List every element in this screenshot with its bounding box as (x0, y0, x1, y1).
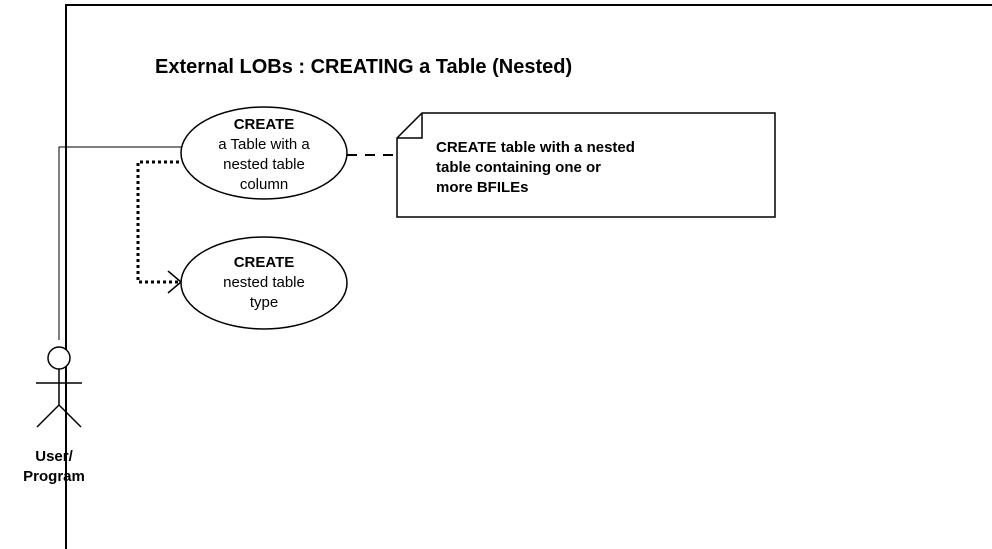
note-shape (396, 112, 776, 218)
use-case-create-type-line-1: CREATE (234, 254, 295, 271)
use-case-create-type-shape (180, 236, 348, 330)
note-folded-corner (397, 113, 423, 139)
association-line (58, 146, 184, 340)
note-line-2: table containing one or (436, 159, 601, 176)
actor-head (47, 346, 71, 370)
use-case-create-table-line-2: a Table with a (218, 136, 310, 153)
frame-border (65, 4, 992, 549)
use-case-create-table[interactable]: CREATE a Table with a nested table colum… (180, 106, 348, 200)
use-case-create-type[interactable]: CREATE nested table type (180, 236, 348, 330)
actor-label-line-2: Program (23, 468, 85, 485)
actor-right-leg (58, 404, 82, 428)
actor-left-leg (36, 404, 60, 428)
note: CREATE table with a nested table contain… (396, 112, 776, 218)
note-line-3: more BFILEs (436, 179, 529, 196)
actor-user-program[interactable]: User/ Program (23, 346, 85, 485)
note-line-1: CREATE table with a nested (436, 139, 635, 156)
use-case-create-type-line-3: type (250, 294, 278, 311)
diagram-title: External LOBs : CREATING a Table (Nested… (155, 56, 572, 78)
use-case-create-table-line-4: column (240, 176, 288, 193)
dependency-arrow (136, 160, 185, 284)
use-case-create-table-shape (180, 106, 348, 200)
use-case-create-table-line-1: CREATE (234, 116, 295, 133)
use-case-create-type-line-2: nested table (223, 274, 305, 291)
use-case-create-table-line-3: nested table (223, 156, 305, 173)
actor-label-line-1: User/ (35, 448, 73, 465)
